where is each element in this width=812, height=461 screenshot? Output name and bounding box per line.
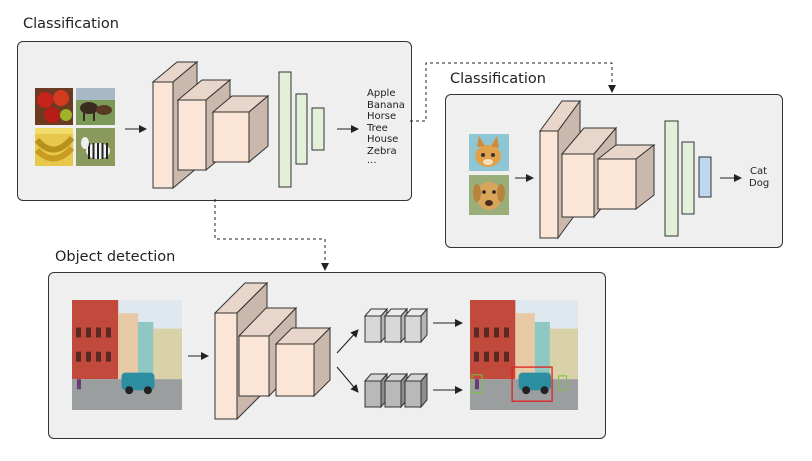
object-detection-title: Object detection xyxy=(55,249,176,265)
class-label-zebra: Zebra xyxy=(367,146,397,157)
bbox-person-2 xyxy=(558,375,568,391)
horse-image xyxy=(76,88,115,125)
classification-head xyxy=(363,307,429,344)
class-label-house: House xyxy=(367,134,399,146)
bbox-person xyxy=(471,374,483,394)
regression-head-block-2 xyxy=(383,372,409,409)
regression-head-block-3 xyxy=(403,372,429,409)
classification-head-block-1 xyxy=(363,307,389,344)
class-label-tree: Tree xyxy=(367,122,388,134)
fc-bar-1-main xyxy=(278,71,292,188)
fc-bar-3-main xyxy=(311,107,325,151)
regression-head xyxy=(363,372,429,409)
fc-bar-2-main xyxy=(295,93,308,165)
classification-title-small: Classification xyxy=(450,71,546,87)
zebra-image xyxy=(76,128,115,166)
class-label-cat: Cat xyxy=(750,166,768,177)
dashed-link-to-object-detection xyxy=(214,199,329,271)
regression-head-block-1 xyxy=(363,372,389,409)
classification-head-block-2 xyxy=(383,307,409,344)
cnn-layer-3-main xyxy=(211,94,270,164)
class-label-horse: Horse xyxy=(367,111,397,123)
dog-image xyxy=(469,175,509,215)
dashed-link-to-small-classification xyxy=(410,62,616,122)
class-label-apple: Apple xyxy=(367,88,396,99)
cnn-layer-3-small xyxy=(596,143,656,211)
fc-bar-2-small xyxy=(681,141,695,215)
arrow-cnn-to-class-head xyxy=(336,329,359,354)
cat-image xyxy=(469,134,509,171)
class-label-ellipsis: ... xyxy=(367,155,377,166)
classification-title-main: Classification xyxy=(23,16,119,32)
class-label-banana: Banana xyxy=(367,99,405,111)
arrow-cnn-to-reg-head xyxy=(336,366,359,393)
bbox-car xyxy=(511,366,553,402)
classification-head-block-3 xyxy=(403,307,429,344)
fc-bar-3-small xyxy=(698,156,712,198)
fc-bar-1-small xyxy=(664,120,679,237)
apple-image xyxy=(35,88,73,125)
street-output-image xyxy=(470,300,578,410)
class-label-dog: Dog xyxy=(749,178,770,189)
banana-image xyxy=(34,128,75,166)
cnn-layer-3-detect xyxy=(274,326,332,398)
street-input-image xyxy=(72,300,182,410)
